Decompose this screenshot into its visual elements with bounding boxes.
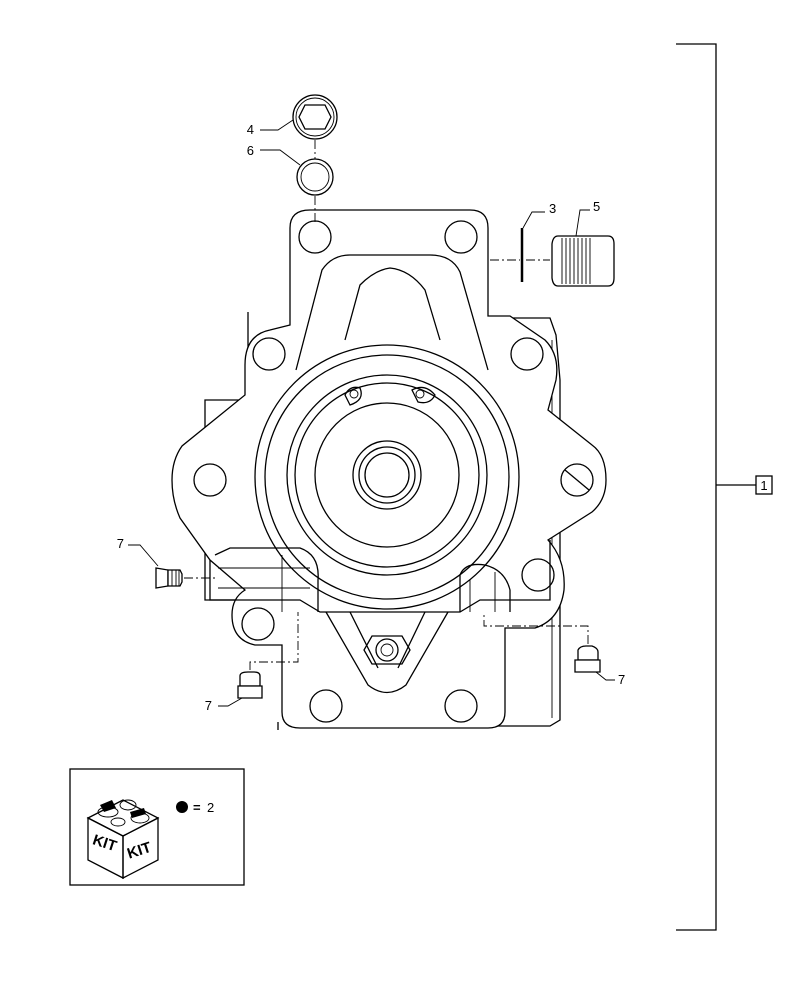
legend-equals: = xyxy=(193,800,201,815)
pump-housing xyxy=(171,209,607,729)
plug-part-7-right: 7 xyxy=(574,645,625,687)
legend-quantity: 2 xyxy=(207,800,214,815)
kit-box-icon: KIT KIT xyxy=(86,799,160,880)
callout-7-left: 7 xyxy=(117,536,124,551)
plug-part-7-bottom: 7 xyxy=(205,671,263,713)
callout-7-bottom: 7 xyxy=(205,698,212,713)
plug-part-4: 4 xyxy=(247,94,338,140)
kit-label-right: KIT xyxy=(125,839,153,863)
kit-legend: KIT KIT = 2 xyxy=(69,768,245,886)
seal-part-3: 3 xyxy=(520,201,556,282)
callout-4: 4 xyxy=(247,122,254,137)
o-ring-part-6: 6 xyxy=(247,143,334,196)
plug-part-5: 5 xyxy=(551,199,615,287)
plug-part-7-left: 7 xyxy=(117,536,183,589)
filled-circle-bullet-icon xyxy=(176,801,188,813)
callout-7-right: 7 xyxy=(618,672,625,687)
callout-6: 6 xyxy=(247,143,254,158)
callout-5: 5 xyxy=(593,199,600,214)
callout-3: 3 xyxy=(549,201,556,216)
assembly-bracket: 1 xyxy=(676,43,773,931)
kit-label-left: KIT xyxy=(90,831,118,855)
callout-1: 1 xyxy=(760,478,767,493)
